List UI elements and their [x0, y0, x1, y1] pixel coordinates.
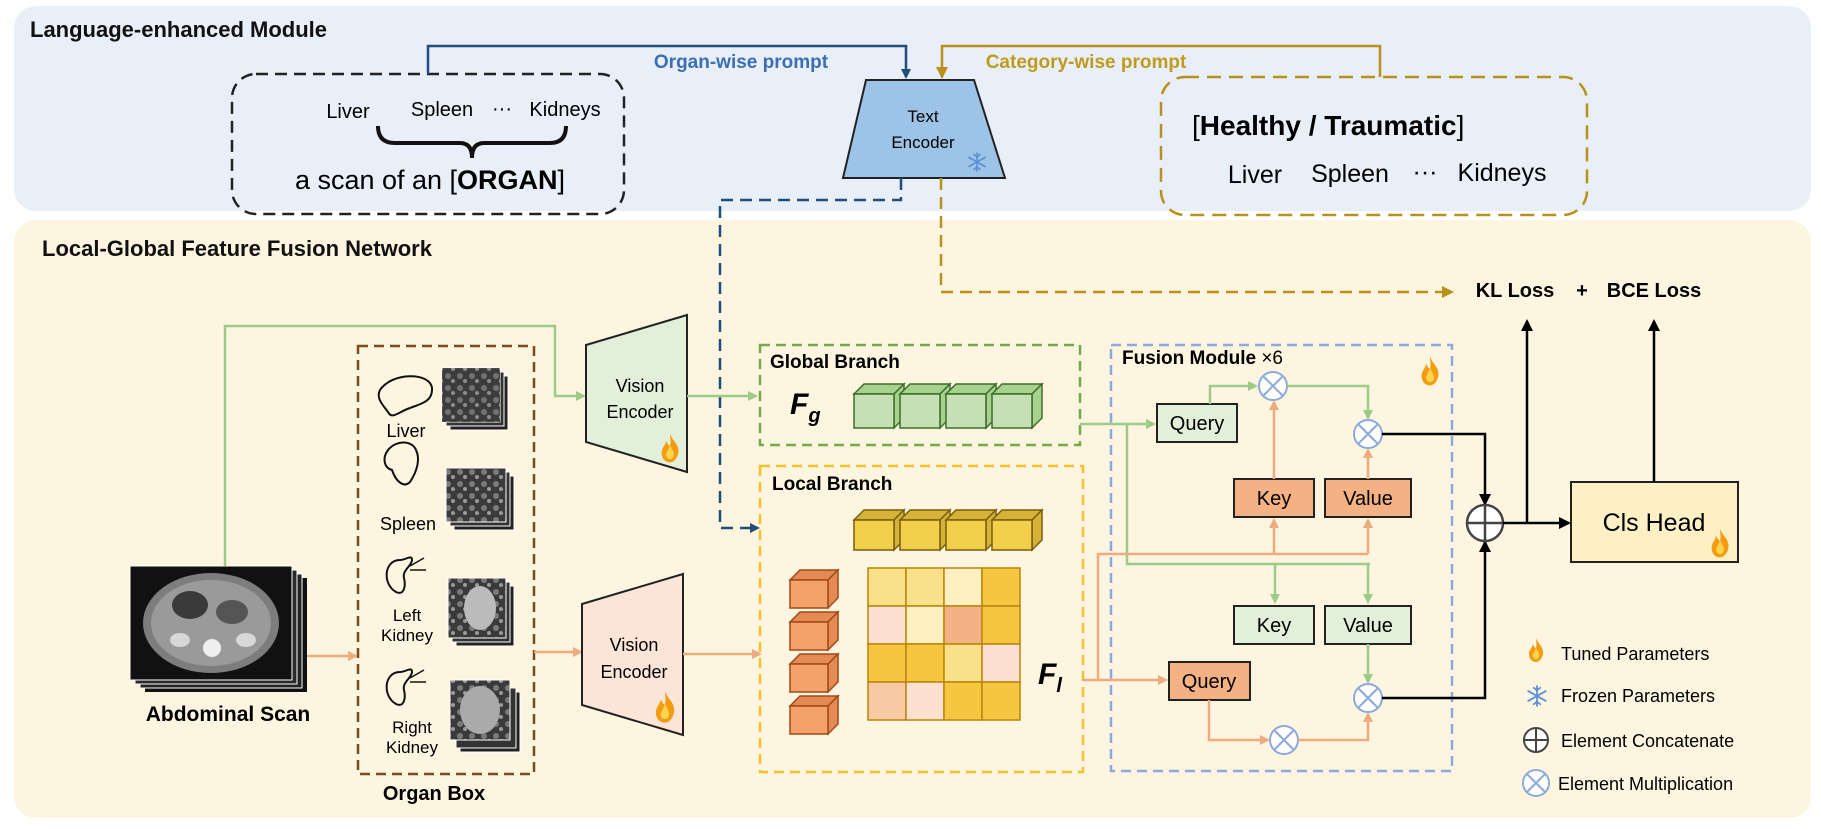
left-kidney-vessels [409, 557, 426, 571]
organ-box [356, 344, 536, 776]
local-column-tokens [852, 508, 1044, 552]
organ-box-title: Organ Box [383, 783, 485, 805]
concat-operator [1465, 503, 1505, 543]
local-key-label: Key [1257, 615, 1291, 637]
text-to-kl-loss-arrow [939, 178, 1454, 298]
local-query-label: Query [1182, 671, 1236, 693]
global-vision-encoder [585, 313, 688, 474]
organ-prompt-word: Kidneys [529, 99, 600, 121]
text-encoder [841, 79, 1007, 179]
global-output-to-concat-arrow [1382, 432, 1491, 506]
vision-encoder-label: Vision [616, 376, 665, 396]
legend-label: Tuned Parameters [1561, 644, 1709, 664]
global-feature-tokens [852, 382, 1044, 430]
right-kidney-vessels [409, 669, 426, 683]
vision-encoder-label: Encoder [606, 402, 673, 422]
local-branch-title: Local Branch [772, 474, 892, 495]
local-output-multiply [1353, 683, 1383, 713]
local-key-box [1233, 605, 1315, 645]
fusion-network-title: Local-Global Feature Fusion Network [42, 236, 433, 261]
global-value-box [1324, 478, 1412, 518]
right-kidney-icon [385, 668, 414, 706]
global-branch-box [758, 343, 1082, 447]
category-prompt-word: Kidneys [1458, 159, 1547, 187]
organ-prompt-arrow [426, 44, 911, 79]
liver-ct-crop [441, 367, 509, 431]
organ-prompt-label: Organ-wise prompt [654, 52, 829, 73]
local-branch-box [758, 464, 1085, 774]
legend-label: Element Multiplication [1558, 774, 1733, 794]
global-attention-multiply [1258, 371, 1288, 401]
global-feature-symbol: Fg [790, 388, 821, 427]
local-attention-multiply [1269, 725, 1299, 755]
kl-loss-label: KL Loss [1476, 280, 1555, 302]
green-split-line [1125, 424, 1370, 566]
category-prompt-word: Liver [1228, 161, 1282, 189]
bce-loss-label: BCE Loss [1607, 280, 1701, 302]
category-prompt-ellipsis: ··· [1413, 158, 1438, 186]
global-mult-to-output-arrow [1287, 384, 1373, 420]
organ-prompt-ellipsis: ··· [492, 98, 512, 120]
organ-prompt-word: Spleen [411, 99, 473, 121]
organ-prompt-sentence: a scan of an [ORGAN] [295, 165, 565, 195]
local-feature-symbol: Fl [1038, 658, 1062, 697]
left-kidney-ct-crop [447, 577, 515, 647]
liver-icon [377, 375, 434, 417]
category-prompt-box [1159, 75, 1589, 217]
local-to-fusion-line [1083, 552, 1368, 682]
global-query-to-mult-arrow [1208, 381, 1258, 404]
local-query-to-mult-arrow [1207, 700, 1270, 745]
category-prompt-label: Category-wise prompt [986, 52, 1187, 73]
fusion-module-box [1109, 343, 1454, 773]
cls-head [1570, 481, 1739, 563]
spleen-icon [383, 441, 419, 486]
organ-prompt-word: Liver [326, 101, 370, 123]
global-query-label: Query [1170, 413, 1224, 435]
local-row-tokens [788, 568, 840, 736]
organ-brace [376, 125, 568, 159]
legend-label: Frozen Parameters [1561, 686, 1715, 706]
category-prompt-sentence: [Healthy / Traumatic] [1192, 110, 1464, 141]
cls-head-label: Cls Head [1603, 509, 1706, 537]
circle-times-icon [1522, 769, 1550, 797]
text-to-local-arrow [718, 178, 903, 533]
global-key-box [1233, 478, 1315, 518]
abdominal-scan-label: Abdominal Scan [146, 703, 311, 726]
local-mult-to-output-arrow [1298, 712, 1373, 742]
global-query-box [1156, 403, 1238, 443]
right-kidney-ct-crop [449, 679, 521, 753]
vision-encoder-label: Encoder [600, 662, 667, 682]
fusion-module-title: Fusion Module ×6 [1122, 348, 1283, 369]
text-encoder-label: Text [907, 107, 938, 126]
spleen-ct-crop [445, 467, 515, 531]
organ-label: Spleen [380, 514, 436, 534]
global-value-label: Value [1343, 488, 1393, 510]
circle-plus-icon [1523, 727, 1549, 753]
abdominal-scan-stack [129, 565, 307, 692]
vision-encoder-label: Vision [610, 635, 659, 655]
local-value-label: Value [1343, 615, 1393, 637]
organ-label: Liver [386, 421, 425, 441]
language-module-title: Language-enhanced Module [30, 17, 327, 42]
scan-to-global-encoder-arrow [223, 324, 586, 566]
legend-label: Element Concatenate [1561, 731, 1734, 751]
left-kidney-icon [385, 556, 414, 594]
category-prompt-word: Spleen [1311, 160, 1389, 188]
global-output-multiply [1353, 419, 1383, 449]
local-output-to-concat-arrow [1382, 540, 1491, 700]
local-value-box [1324, 605, 1412, 645]
loss-plus: + [1576, 280, 1588, 302]
global-branch-title: Global Branch [770, 352, 900, 373]
local-feature-grid [867, 567, 1021, 721]
local-vision-encoder [581, 572, 684, 737]
text-encoder-label: Encoder [891, 133, 955, 152]
category-prompt-arrow [936, 44, 1382, 79]
global-key-label: Key [1257, 488, 1291, 510]
